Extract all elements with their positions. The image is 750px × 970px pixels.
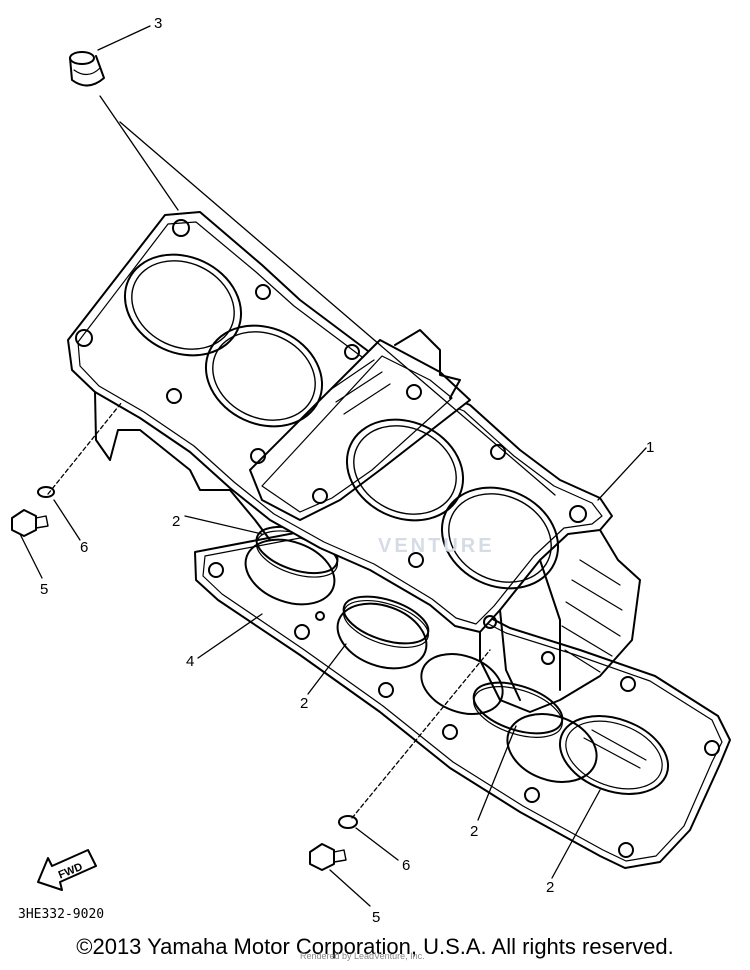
- callout-1: 1: [646, 439, 654, 456]
- bolt-bottom: [309, 843, 347, 871]
- bolt-left: [11, 509, 49, 537]
- dowel-pin: [69, 51, 105, 87]
- washer-bottom: [338, 815, 358, 829]
- callout-2: 2: [470, 823, 478, 840]
- copyright-notice: ©2013 Yamaha Motor Corporation, U.S.A. A…: [76, 934, 674, 959]
- o-ring-4: [558, 715, 670, 795]
- fwd-arrow-icon: [37, 849, 97, 891]
- callout-6: 6: [402, 857, 410, 874]
- leader-lines: [19, 25, 647, 907]
- o-ring-3: [472, 681, 564, 738]
- cylinder-exploded-diagram: VENTURE 3 1 2 2 2 2 4 5 6 5 6 FWD 3HE332…: [11, 15, 731, 926]
- o-ring-2: [342, 595, 430, 648]
- fwd-label: FWD: [57, 861, 85, 882]
- callout-2: 2: [546, 879, 554, 896]
- callout-2: 2: [172, 513, 180, 530]
- callout-3: 3: [154, 15, 162, 32]
- cylinder-block: [67, 211, 641, 713]
- callout-5: 5: [372, 909, 380, 926]
- watermark-text: VENTURE: [378, 535, 495, 557]
- callout-6: 6: [80, 539, 88, 556]
- callout-4: 4: [186, 653, 194, 670]
- rendered-by-note: Rendered by LeadVenture, Inc.: [300, 951, 425, 961]
- callout-2: 2: [300, 695, 308, 712]
- washer-left: [37, 486, 55, 498]
- diagram-code: 3HE332-9020: [18, 907, 104, 922]
- callout-5: 5: [40, 581, 48, 598]
